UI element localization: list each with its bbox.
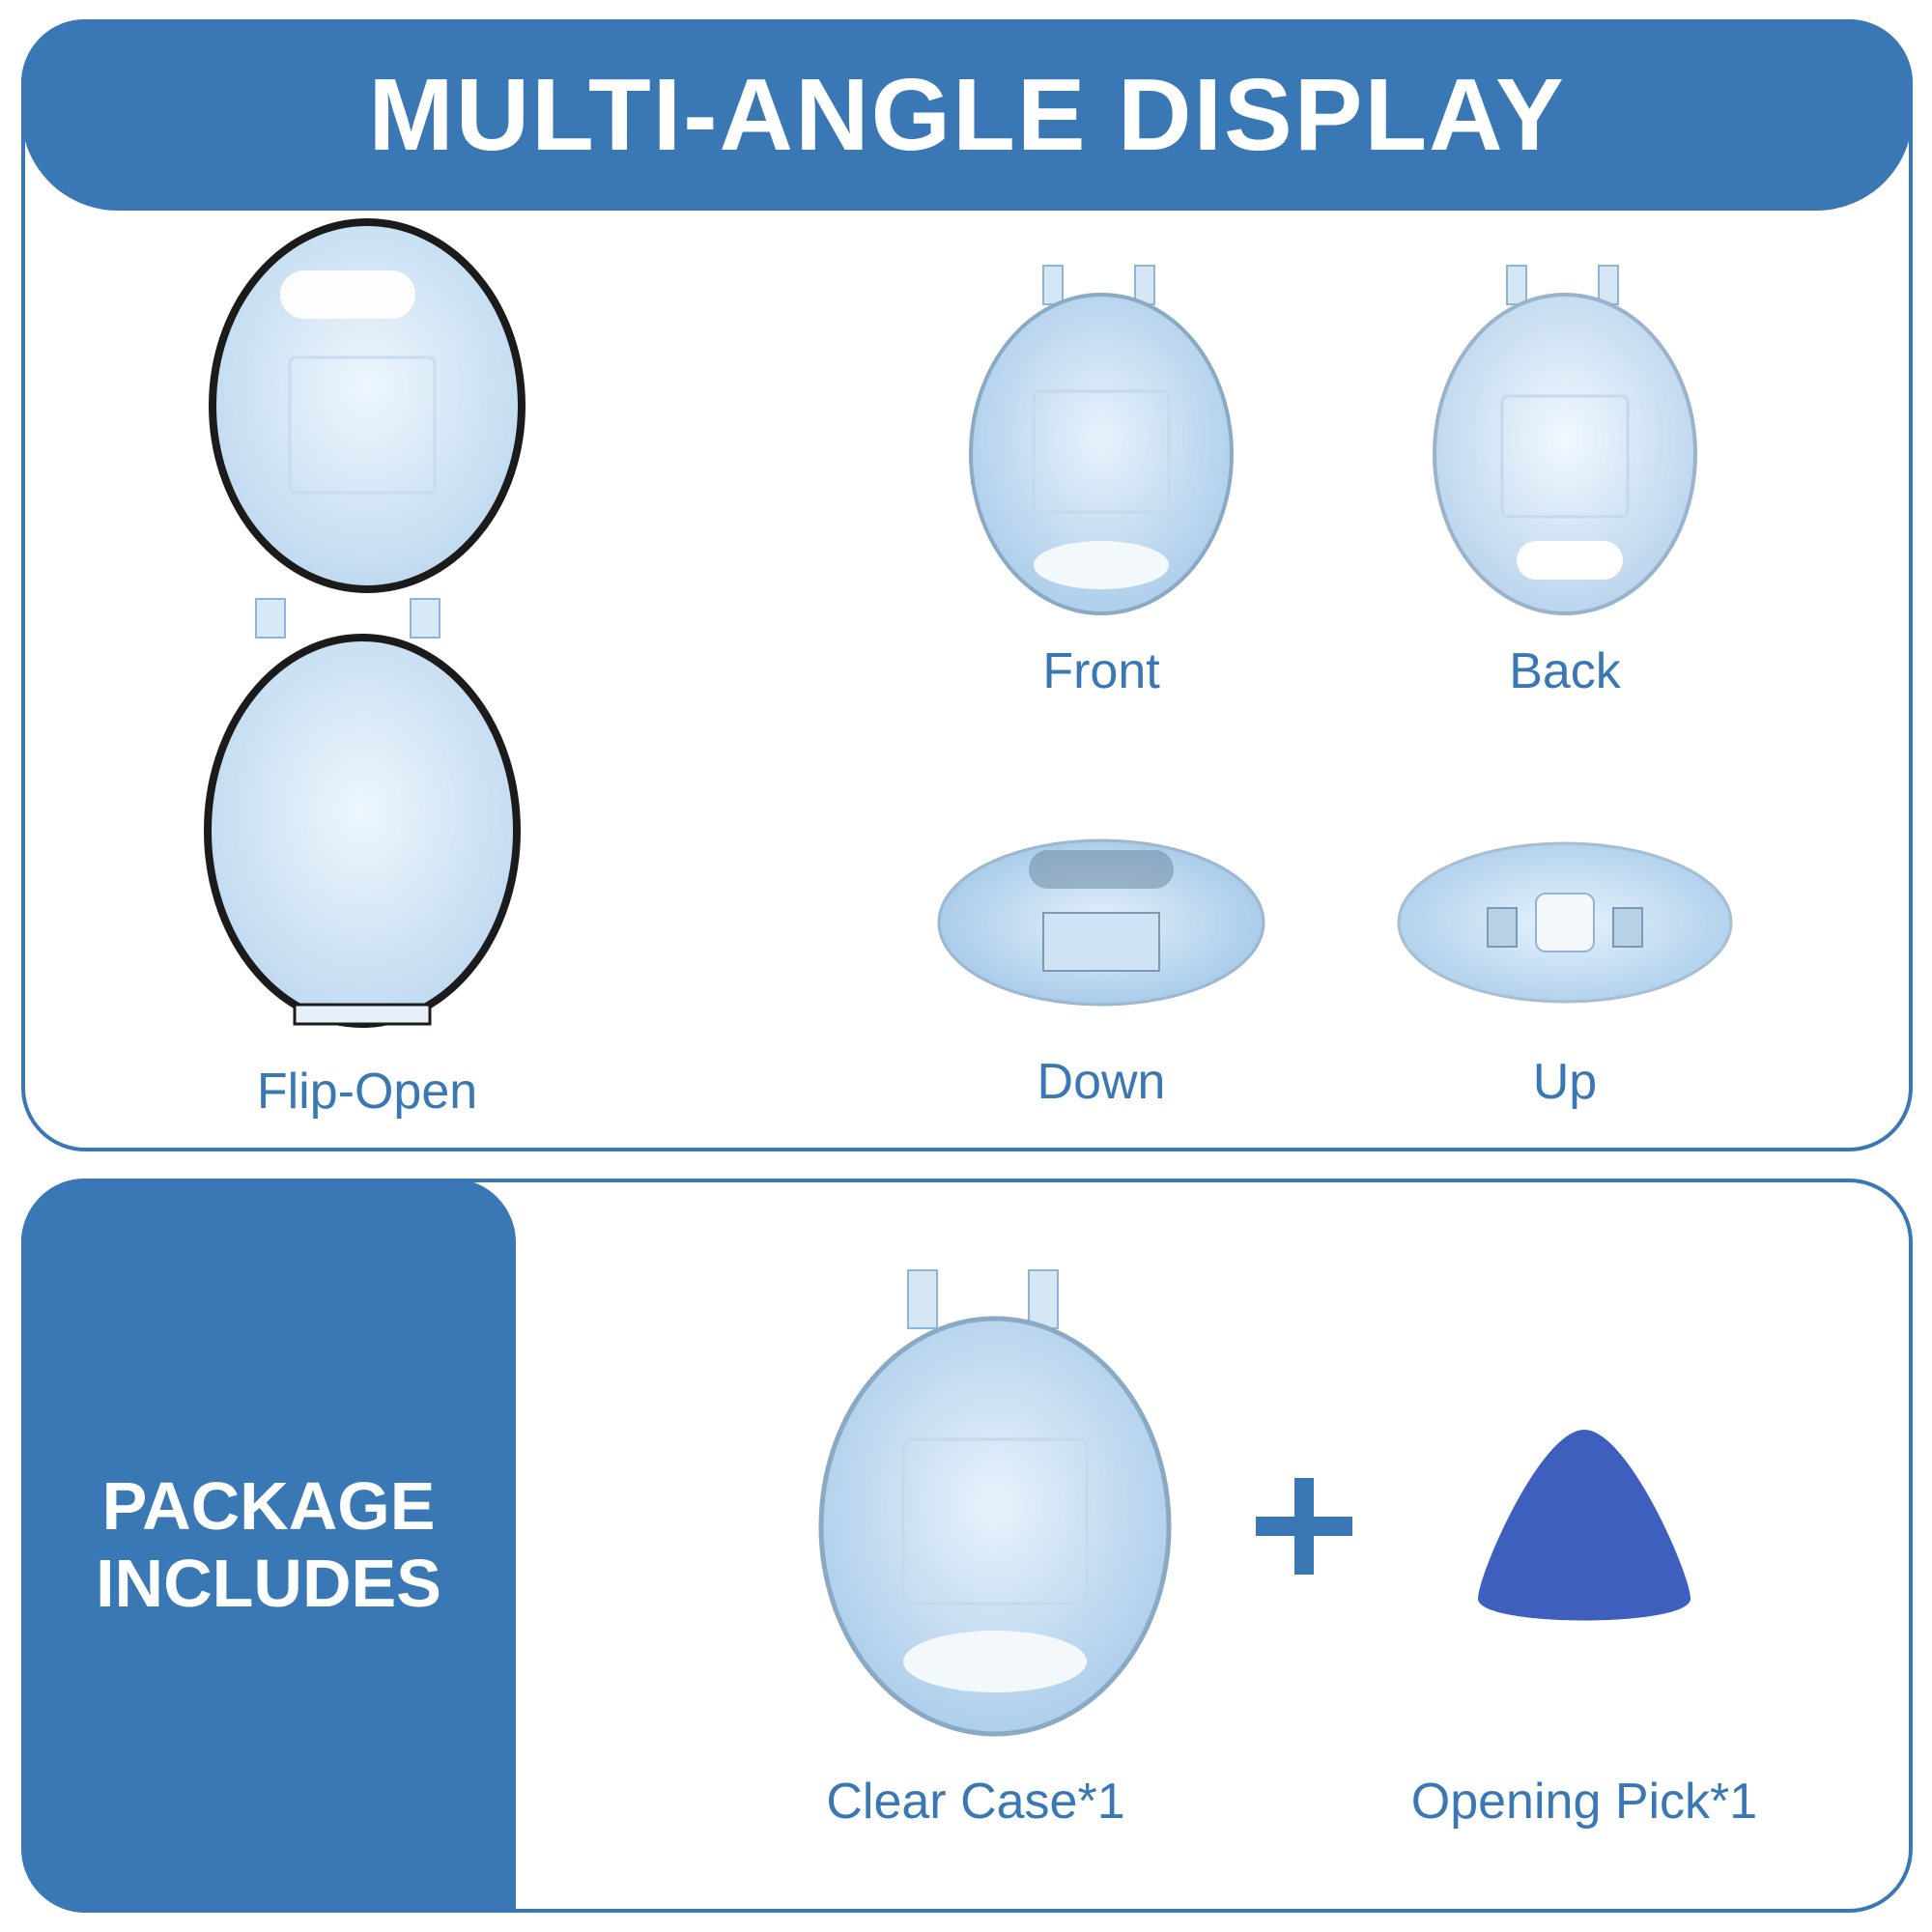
package-heading-line2: INCLUDES (96, 1546, 441, 1621)
down-case-image (937, 838, 1265, 1007)
view-label-up: Up (1532, 1054, 1598, 1110)
view-label-front: Front (1042, 643, 1160, 699)
view-label-back: Back (1509, 643, 1621, 699)
title-banner: MULTI-ANGLE DISPLAY (21, 19, 1913, 211)
package-heading-block: PACKAGE INCLUDES (21, 1179, 516, 1911)
package-item-label-opening-pick: Opening Pick*1 (1410, 1774, 1758, 1830)
page-title: MULTI-ANGLE DISPLAY (368, 57, 1566, 172)
view-label-down: Down (1037, 1054, 1166, 1110)
up-case-image (1397, 841, 1733, 1004)
opening-pick-image (1478, 1430, 1690, 1621)
plus-icon (1256, 1478, 1352, 1575)
flip-open-case-image (204, 218, 526, 1028)
package-item-label-clear-case: Clear Case*1 (826, 1774, 1125, 1830)
clear-case-image (818, 1269, 1172, 1737)
view-label-flip-open: Flip-Open (256, 1064, 478, 1120)
package-heading-line1: PACKAGE (101, 1468, 436, 1544)
back-case-image (1433, 265, 1697, 615)
front-case-image (969, 265, 1234, 615)
